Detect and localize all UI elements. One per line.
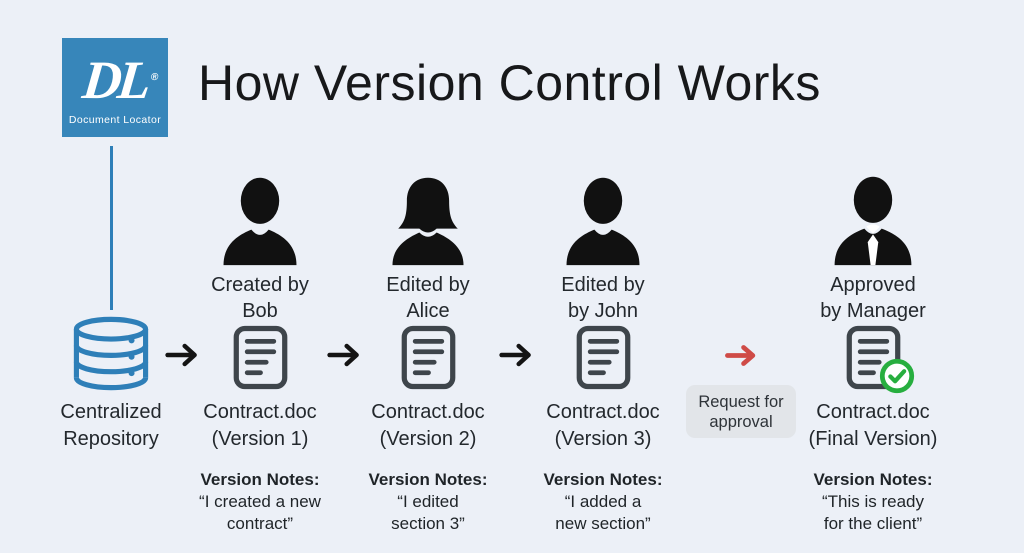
logo-monogram: DL®: [80, 50, 159, 110]
arrow-right-icon: [164, 341, 200, 369]
document-icon: [400, 324, 457, 391]
document-label-v2: Contract.doc(Version 2): [371, 401, 485, 450]
document-icon: [232, 324, 289, 391]
document-label-v3: Contract.doc(Version 3): [546, 401, 660, 450]
logo-repository-connector-line: [110, 146, 113, 310]
document-locator-logo: DL® Document Locator: [62, 38, 168, 137]
document-icon: [575, 324, 632, 391]
document-approved-icon: [845, 324, 915, 394]
logo-caption: Document Locator: [68, 114, 162, 126]
document-label-v1: Contract.doc(Version 1): [203, 401, 317, 450]
document-label-final: Contract.doc(Final Version): [808, 401, 938, 450]
person-male-icon: [212, 172, 308, 268]
registered-mark: ®: [150, 72, 159, 83]
page-title: How Version Control Works: [198, 55, 821, 111]
person-manager-icon: [825, 172, 921, 268]
arrow-right-icon: [326, 341, 362, 369]
person-male-icon: [555, 172, 651, 268]
arrow-right-red-icon: [724, 342, 758, 369]
arrow-right-icon: [498, 341, 534, 369]
person-female-icon: [380, 172, 476, 268]
database-icon: [68, 316, 154, 391]
check-circle-icon: [878, 357, 916, 395]
